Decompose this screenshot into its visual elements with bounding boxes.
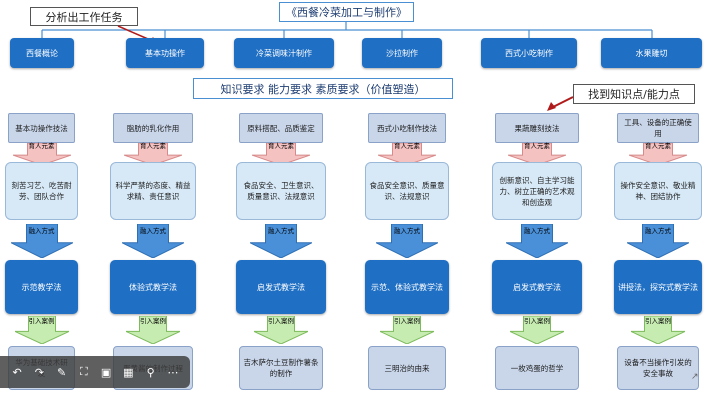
value-tools: 操作安全意识、敬业精神、团结协作: [614, 162, 702, 220]
case-tools: 设备不当操作引发的安全事故: [617, 346, 699, 390]
method-snacks: 示范、体验式教学法: [365, 260, 449, 314]
method-emulsification: 体验式教学法: [110, 260, 196, 314]
expand-icon[interactable]: ↗: [691, 372, 699, 382]
case-ingredients: 吉木萨尔土豆制作薯条的制作: [239, 346, 323, 390]
search-icon[interactable]: ⚲: [146, 365, 155, 379]
task-basic-skills: 基本功操作技法: [8, 113, 75, 143]
case-arrow-emulsification: [126, 316, 180, 344]
task-tools: 工具、设备的正确使用: [617, 113, 699, 143]
case-arrow-carving: [510, 316, 564, 344]
value-carving: 创新意识、自主学习能力、树立正确的艺术观和创造观: [492, 162, 582, 220]
case-label-tools: 引入案例: [645, 317, 671, 325]
callout-find-knowledge: 找到知识点/能力点: [573, 84, 695, 104]
edu-arrow-carving: [508, 143, 566, 165]
redo-icon[interactable]: ↷: [34, 365, 44, 379]
value-basic-skills: 刻苦习艺、吃苦耐劳、团队合作: [5, 162, 78, 220]
presentation-toolbar: ↶ ↷ ✎ ⛶ ▣ ▦ ⚲ ⋯: [0, 356, 190, 388]
case-label-snacks: 引入案例: [394, 317, 420, 325]
case-snacks: 三明治的由来: [368, 346, 446, 390]
case-arrow-basic-skills: [14, 316, 69, 344]
module-basic-skills: 基本功操作: [126, 38, 204, 68]
case-carving: 一枚鸡蛋的哲学: [495, 346, 579, 390]
case-label-basic-skills: 引入案例: [28, 317, 55, 325]
video-icon[interactable]: ▣: [100, 365, 112, 379]
edu-label-emulsification: 育人元素: [140, 142, 166, 150]
case-label-carving: 引入案例: [524, 317, 550, 325]
method-tools: 讲授法，探究式教学法: [614, 260, 702, 314]
integrate-arrow-emulsification: [122, 224, 184, 258]
method-carving: 启发式教学法: [492, 260, 582, 314]
integrate-arrow-carving: [506, 224, 568, 258]
undo-icon[interactable]: ↶: [12, 365, 22, 379]
case-arrow-tools: [631, 316, 685, 344]
edu-arrow-emulsification: [124, 143, 182, 165]
requirements-bar: 知识要求 能力要求 素质要求（价值塑造）: [193, 78, 453, 99]
integrate-label-ingredients: 融入方式: [268, 227, 294, 235]
pen-icon[interactable]: ✎: [57, 365, 67, 379]
edu-label-ingredients: 育人元素: [268, 142, 294, 150]
callout-analyze-tasks: 分析出工作任务: [30, 7, 138, 26]
integrate-label-carving: 融入方式: [524, 227, 550, 235]
fullscreen-icon[interactable]: ⛶: [80, 365, 88, 378]
method-ingredients: 启发式教学法: [236, 260, 326, 314]
task-carving: 果蔬雕刻技法: [495, 113, 579, 143]
module-fruit-carving: 水果雕切: [601, 38, 702, 68]
integrate-label-emulsification: 融入方式: [140, 227, 166, 235]
module-western-snacks: 西式小吃制作: [481, 38, 577, 68]
course-title: 《西餐冷菜加工与制作》: [279, 2, 414, 22]
value-ingredients: 食品安全、卫生意识、质量意识、法规意识: [236, 162, 326, 220]
edu-label-tools: 育人元素: [645, 142, 671, 150]
value-snacks: 食品安全意识、质量意识、法规意识: [365, 162, 449, 220]
more-icon[interactable]: ⋯: [167, 365, 179, 379]
task-snacks: 西式小吃制作技法: [368, 113, 446, 143]
case-label-ingredients: 引入案例: [268, 317, 294, 325]
edu-label-snacks: 育人元素: [394, 142, 420, 150]
edu-arrow-ingredients: [252, 143, 310, 165]
case-label-emulsification: 引入案例: [140, 317, 166, 325]
integrate-label-tools: 融入方式: [645, 227, 671, 235]
edu-arrow-snacks: [378, 143, 436, 165]
method-basic-skills: 示范教学法: [5, 260, 78, 314]
case-arrow-ingredients: [254, 316, 308, 344]
module-western-cuisine-intro: 西餐概论: [10, 38, 74, 68]
task-emulsification: 脂肪的乳化作用: [113, 113, 193, 143]
integrate-arrow-snacks: [376, 224, 438, 258]
integrate-arrow-tools: [627, 224, 689, 258]
grid-icon[interactable]: ▦: [123, 365, 134, 379]
task-ingredients: 原料搭配、品质鉴定: [239, 113, 323, 143]
module-salad: 沙拉制作: [362, 38, 442, 68]
value-emulsification: 科学严禁的态度、精益求精、责任意识: [110, 162, 196, 220]
edu-label-carving: 育人元素: [524, 142, 550, 150]
integrate-label-snacks: 融入方式: [394, 227, 420, 235]
integrate-label-basic-skills: 融入方式: [28, 227, 55, 235]
integrate-arrow-ingredients: [250, 224, 312, 258]
case-arrow-snacks: [380, 316, 434, 344]
module-cold-sauce: 冷菜调味汁制作: [234, 38, 334, 68]
edu-arrow-tools: [629, 143, 687, 165]
edu-label-basic-skills: 育人元素: [28, 142, 55, 150]
edu-arrow-basic-skills: [12, 143, 71, 165]
integrate-arrow-basic-skills: [10, 224, 73, 258]
